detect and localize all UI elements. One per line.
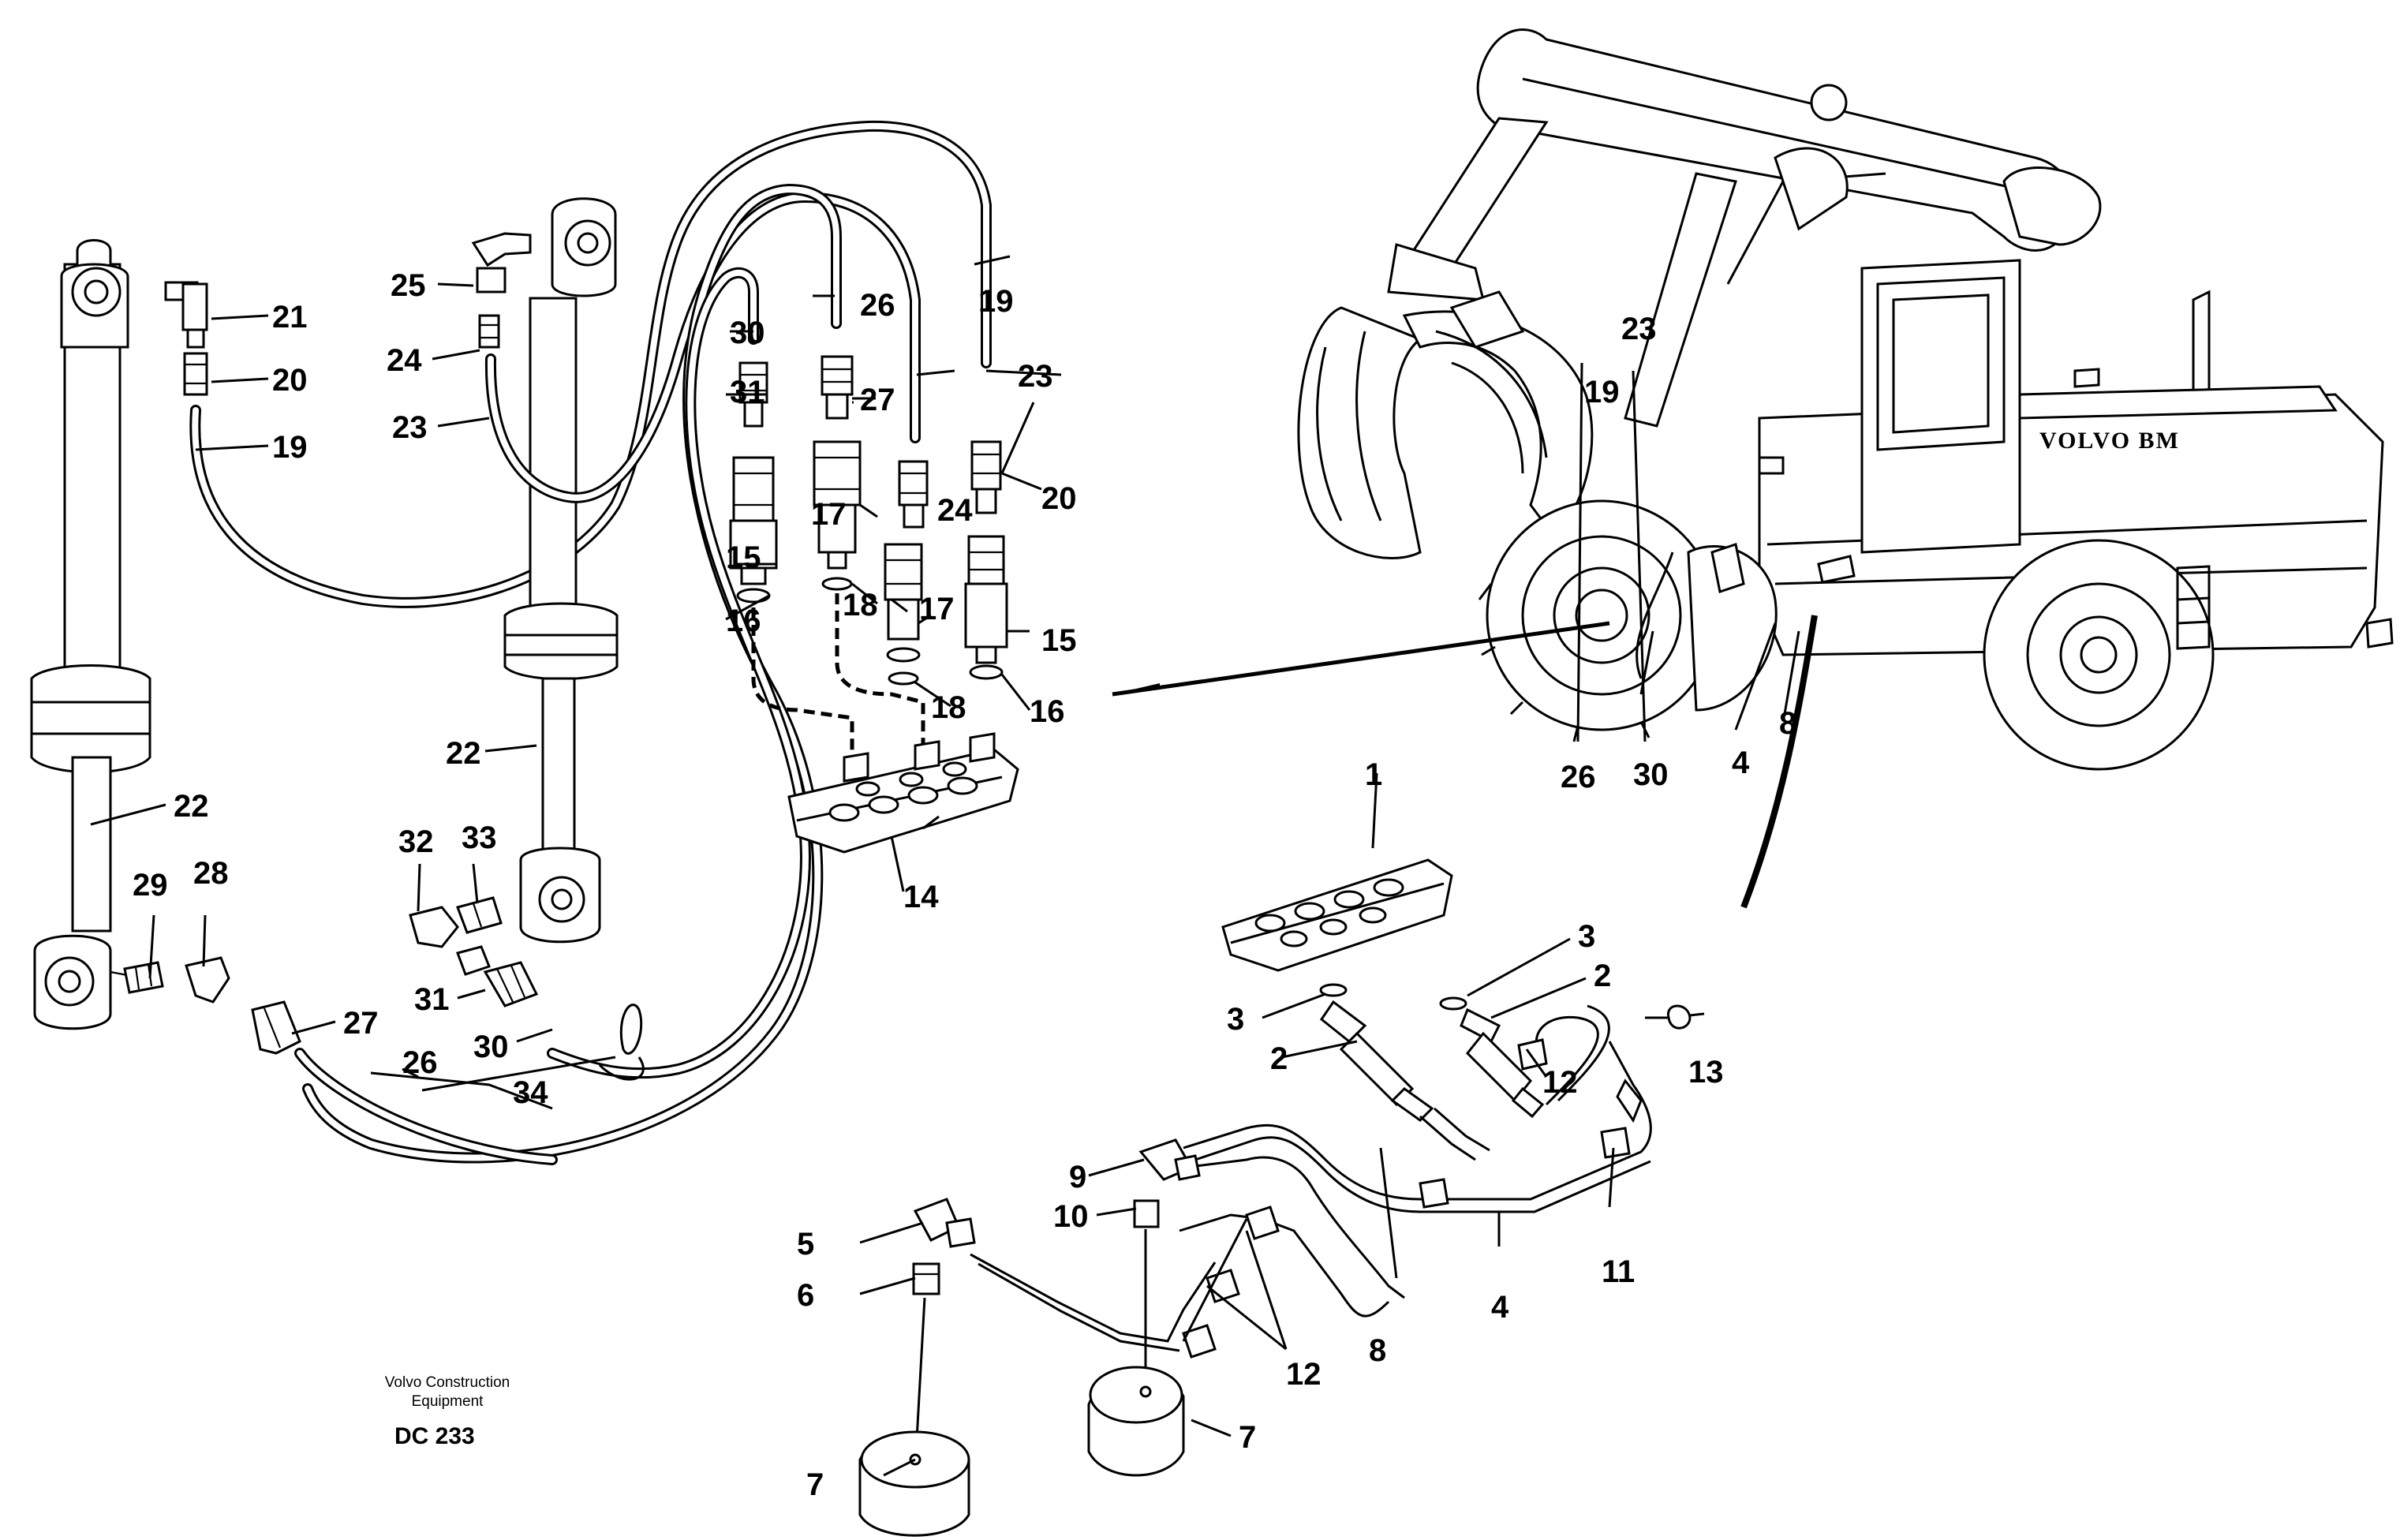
label-7: 7 (806, 1467, 824, 1502)
label-12: 12 (1286, 1357, 1321, 1392)
label-26: 26 (860, 288, 895, 323)
label-21: 21 (272, 300, 308, 335)
drawing-code: DC 233 (394, 1423, 475, 1449)
label-2: 2 (1270, 1041, 1288, 1076)
label-31: 31 (414, 982, 450, 1017)
label-3: 3 (1227, 1002, 1244, 1037)
label-27: 27 (860, 383, 895, 417)
label-31: 31 (730, 375, 765, 409)
reservoir-7-left (858, 1430, 970, 1537)
label-16: 16 (1030, 694, 1065, 729)
label-19: 19 (978, 284, 1014, 319)
fittings-21-20 (164, 281, 208, 396)
label-28: 28 (193, 856, 229, 891)
label-10: 10 (1053, 1199, 1089, 1234)
label-7: 7 (1239, 1420, 1256, 1455)
fitting-stack-30-31-15-16 (729, 361, 778, 604)
company-name-line-2: Equipment (412, 1393, 484, 1410)
label-8: 8 (1779, 706, 1796, 741)
label-13: 13 (1688, 1055, 1724, 1090)
label-15: 15 (1041, 623, 1077, 658)
fittings-25-24 (471, 232, 532, 349)
label-15: 15 (726, 540, 761, 575)
label-4: 4 (1732, 746, 1750, 780)
label-22: 22 (446, 736, 481, 771)
label-3: 3 (1578, 919, 1595, 954)
valve-block-14 (787, 732, 1019, 854)
label-17: 17 (919, 592, 955, 626)
label-9: 9 (1069, 1160, 1086, 1194)
machine-brand-text: VOLVO BM (2039, 428, 2180, 454)
label-12: 12 (1542, 1065, 1578, 1100)
label-14: 14 (903, 880, 939, 914)
label-24: 24 (387, 343, 422, 378)
label-6: 6 (797, 1278, 814, 1313)
fittings-32-33-31-34 (409, 896, 645, 1081)
middle-hydraulic-cylinder (503, 197, 619, 944)
label-27: 27 (343, 1006, 379, 1041)
label-30: 30 (473, 1030, 509, 1064)
company-name-line-1: Volvo Construction (385, 1374, 510, 1391)
label-20: 20 (272, 363, 308, 398)
fitting-stack-26-27-17-18 (813, 355, 862, 591)
label-11: 11 (1602, 1254, 1635, 1289)
label-4: 4 (1491, 1290, 1509, 1325)
label-5: 5 (797, 1227, 814, 1262)
label-18: 18 (843, 588, 878, 622)
label-30: 30 (730, 316, 765, 350)
label-19: 19 (1584, 375, 1620, 409)
forestry-loader-machine: VOLVO BM (1297, 28, 2394, 771)
fitting-stack-23-24-17-18 (884, 460, 929, 686)
valve-block-1 (1221, 858, 1453, 972)
label-20: 20 (1041, 481, 1077, 516)
label-23: 23 (1018, 359, 1053, 394)
label-17: 17 (811, 497, 847, 532)
label-26: 26 (402, 1045, 438, 1080)
reservoir-7-right (1087, 1366, 1185, 1477)
label-24: 24 (937, 493, 973, 528)
fitting-stack-19-20-15-16 (964, 440, 1008, 680)
fittings-9-10 (1133, 1138, 1201, 1228)
label-18: 18 (931, 690, 966, 725)
label-16: 16 (726, 604, 761, 638)
left-hydraulic-cylinder (30, 239, 151, 1030)
fittings-2-3 (1319, 983, 1545, 1122)
part-number-labels: 21 20 19 25 24 23 19 26 23 30 31 27 20 2… (133, 268, 1796, 1502)
label-29: 29 (133, 868, 168, 903)
label-23: 23 (1621, 312, 1657, 346)
pipe-clamps-12 (1182, 1038, 1631, 1359)
label-25: 25 (391, 268, 426, 303)
label-8: 8 (1369, 1333, 1386, 1368)
label-34: 34 (513, 1075, 548, 1110)
label-32: 32 (398, 824, 434, 859)
fitting-13 (1667, 1004, 1705, 1030)
leader-lines (90, 255, 1800, 1477)
fittings-5-6 (912, 1198, 976, 1295)
label-30: 30 (1633, 757, 1669, 792)
label-19: 19 (272, 430, 308, 465)
fittings-29-28-27 (123, 956, 301, 1055)
label-23: 23 (392, 410, 428, 445)
label-1: 1 (1365, 757, 1382, 792)
label-22: 22 (174, 789, 209, 824)
label-33: 33 (462, 820, 497, 855)
label-26: 26 (1561, 760, 1596, 794)
drawing-footer: Volvo Construction Equipment DC 233 (385, 1374, 510, 1449)
label-2: 2 (1594, 959, 1611, 993)
